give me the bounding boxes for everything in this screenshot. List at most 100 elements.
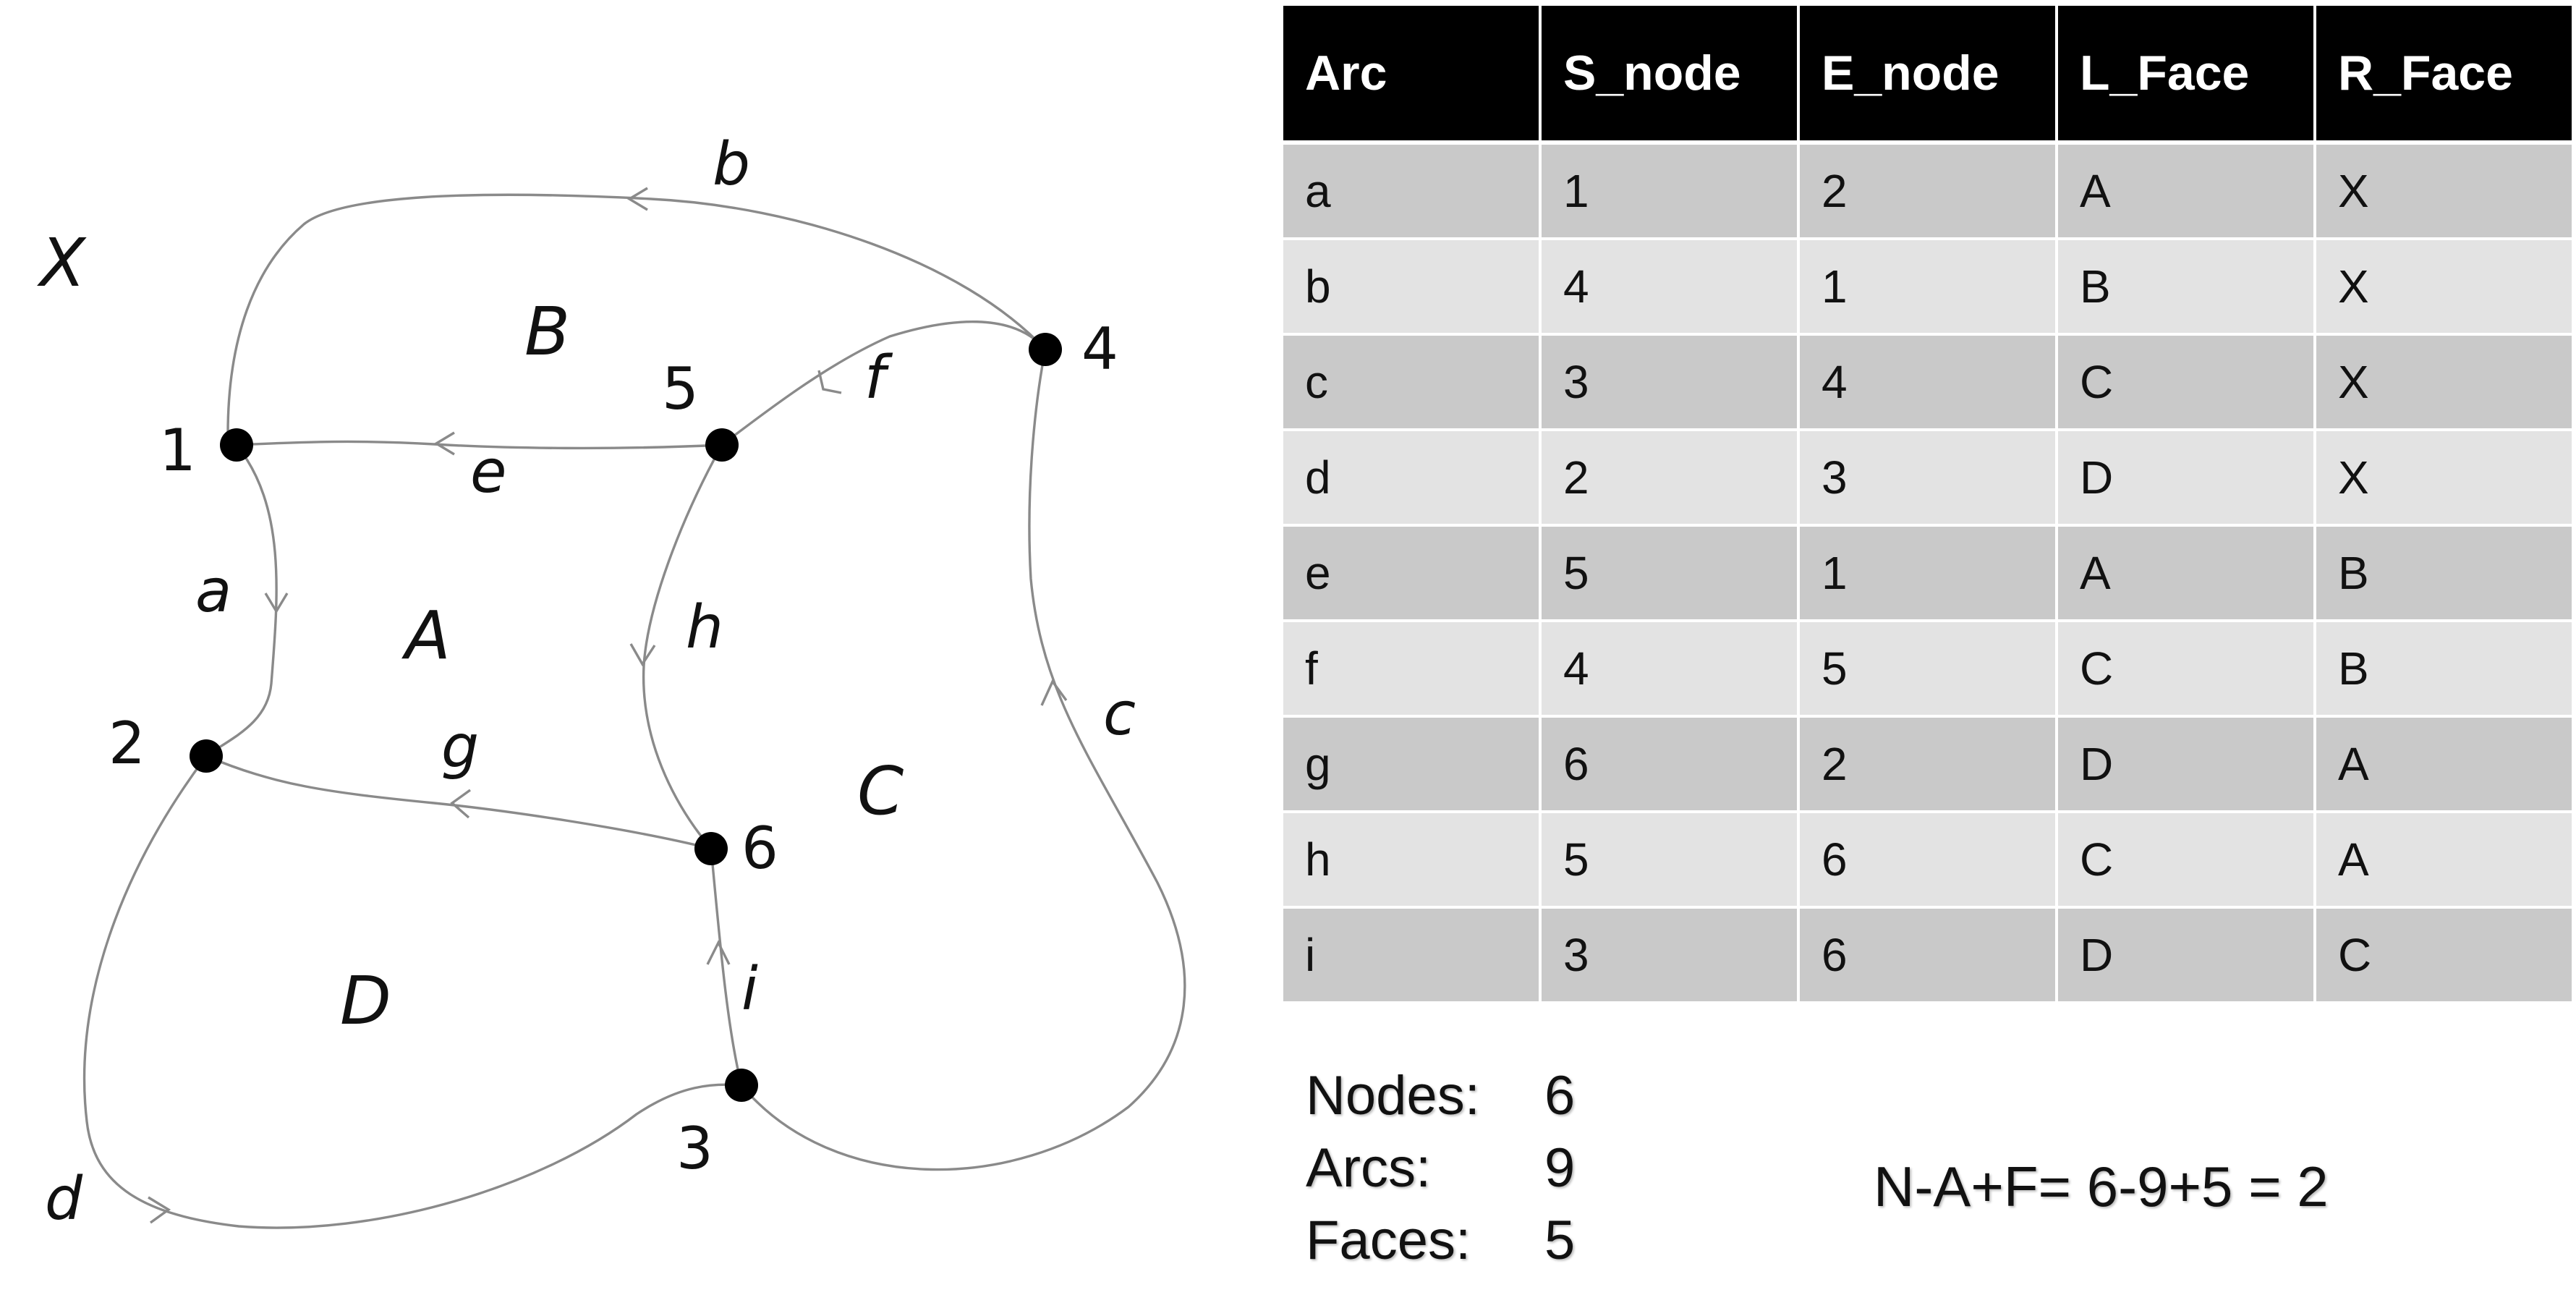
table-cell: 4 (1539, 239, 1800, 336)
table-cell: A (2313, 812, 2575, 909)
arcs-count-label: Arcs: (1306, 1137, 1432, 1199)
header-e-node: E_node (1797, 6, 2058, 145)
table-cell: h (1280, 812, 1542, 909)
header-l-face: L_Face (2055, 6, 2316, 145)
table-cell: C (2055, 621, 2316, 718)
arrow-d (148, 1196, 171, 1224)
table-cell: 5 (1797, 621, 2058, 718)
table-cell: 3 (1539, 907, 1800, 1004)
table-cell: D (2055, 907, 2316, 1004)
arc-c (740, 349, 1186, 1171)
node-6-marker (694, 832, 728, 865)
arc-label-h: h (686, 593, 723, 662)
face-label-d: D (340, 962, 391, 1040)
table-cell: X (2313, 334, 2575, 431)
table-cell: 4 (1797, 334, 2058, 431)
arc-label-f: f (864, 344, 893, 412)
table-cell: d (1280, 430, 1542, 527)
arrow-b (626, 187, 648, 211)
header-r-face: R_Face (2313, 6, 2575, 145)
arrow-c (1040, 679, 1068, 706)
arc-label-e: e (470, 438, 506, 506)
arrow-h (629, 643, 656, 667)
faces-count-value: 5 (1544, 1210, 1576, 1271)
table-cell: 2 (1797, 143, 2058, 240)
table-cell: D (2055, 716, 2316, 813)
table-cell: C (2313, 907, 2575, 1004)
arc-a (205, 443, 278, 757)
arrow-g (450, 789, 471, 819)
table-cell: X (2313, 239, 2575, 336)
faces-count-label: Faces: (1306, 1210, 1471, 1271)
header-s-node: S_node (1539, 6, 1800, 145)
table-cell: 6 (1797, 812, 2058, 909)
node-label-4: 4 (1081, 315, 1118, 383)
node-4-marker (1029, 333, 1062, 366)
table-cell: X (2313, 143, 2575, 240)
table-cell: a (1280, 143, 1542, 240)
faces-count-row: Faces: 5 (1306, 1205, 1575, 1277)
arrow-f (817, 370, 842, 394)
table-cell: 1 (1539, 143, 1800, 240)
face-label-x: X (37, 224, 87, 302)
node-label-6: 6 (741, 815, 778, 882)
table-cell: A (2055, 525, 2316, 622)
node-label-3: 3 (676, 1115, 713, 1182)
table-cell: B (2313, 525, 2575, 622)
node-label-5: 5 (662, 355, 699, 423)
nodes-count-label: Nodes: (1306, 1065, 1480, 1126)
arcs-count-row: Arcs: 9 (1306, 1132, 1575, 1205)
nodes-count-value: 6 (1544, 1065, 1576, 1126)
face-label-b: B (524, 293, 570, 370)
table-cell: X (2313, 430, 2575, 527)
node-2-marker (190, 739, 223, 773)
table-cell: C (2055, 812, 2316, 909)
table-cell: D (2055, 430, 2316, 527)
table-cell: i (1280, 907, 1542, 1004)
table-cell: 3 (1539, 334, 1800, 431)
arc-i (710, 848, 743, 1086)
table-cell: C (2055, 334, 2316, 431)
table-cell: 2 (1539, 430, 1800, 527)
header-arc: Arc (1280, 6, 1542, 145)
table-cell: A (2313, 716, 2575, 813)
table-cell: B (2313, 621, 2575, 718)
table-cell: c (1280, 334, 1542, 431)
table-cell: 5 (1539, 812, 1800, 909)
arc-label-c: c (1103, 680, 1136, 749)
table-cell: b (1280, 239, 1542, 336)
arrow-i (706, 940, 731, 965)
arc-h (642, 444, 723, 850)
face-label-a: A (401, 597, 451, 674)
table-cell: 1 (1797, 525, 2058, 622)
table-cell: 4 (1539, 621, 1800, 718)
arc-label-d: d (45, 1165, 83, 1234)
arc-label-a: a (195, 557, 231, 626)
table-cell: e (1280, 525, 1542, 622)
node-label-1: 1 (159, 417, 196, 484)
face-label-c: C (857, 752, 904, 830)
table-header-row: Arc S_node E_node L_Face R_Face (1280, 6, 2575, 145)
table-cell: 3 (1797, 430, 2058, 527)
arc-b (226, 193, 1047, 435)
node-3-marker (725, 1069, 758, 1102)
topology-diagram: 1 2 3 4 5 6 a b c d e f g h i X A B C D (37, 130, 1186, 1234)
table-cell: 6 (1797, 907, 2058, 1004)
table-cell: 2 (1797, 716, 2058, 813)
arc-label-b: b (713, 130, 750, 199)
table-cell: f (1280, 621, 1542, 718)
arcs-count-value: 9 (1544, 1137, 1576, 1199)
arc-label-i: i (741, 955, 758, 1024)
table-cell: 1 (1797, 239, 2058, 336)
euler-formula: N-A+F= 6-9+5 = 2 (1874, 1155, 2329, 1218)
